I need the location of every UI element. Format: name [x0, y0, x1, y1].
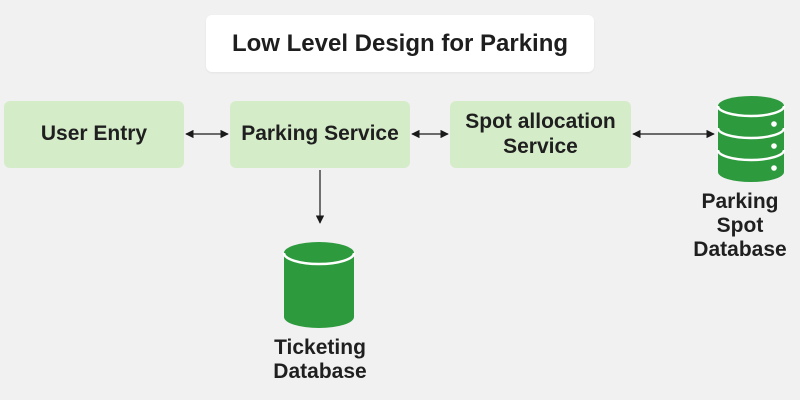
- spot-allocation-label-line1: Spot allocation: [465, 110, 616, 134]
- ticketing-label-line1: Ticketing: [274, 336, 366, 359]
- parking-spot-label-line1: Parking: [701, 190, 779, 213]
- diagram-title-box: Low Level Design for Parking: [206, 15, 594, 72]
- user-entry-label: User Entry: [40, 122, 148, 146]
- diagram-title: Low Level Design for Parking: [231, 29, 569, 57]
- ticketing-database-icon: [282, 242, 356, 328]
- parking-spot-database-label: Parking Spot Database: [680, 190, 800, 262]
- user-entry-node: User Entry: [4, 101, 184, 168]
- parking-service-node: Parking Service: [230, 101, 410, 168]
- spot-allocation-service-node: Spot allocation Service: [450, 101, 631, 168]
- parking-service-label: Parking Service: [241, 122, 399, 146]
- ticketing-label-line2: Database: [273, 360, 367, 384]
- parking-spot-label-line2: Spot: [716, 214, 764, 238]
- parking-spot-label-line3: Database: [693, 238, 787, 262]
- spot-allocation-label-line2: Service: [503, 134, 578, 158]
- ticketing-database-label: Ticketing Database: [250, 336, 390, 384]
- parking-spot-database-icon: [716, 96, 786, 182]
